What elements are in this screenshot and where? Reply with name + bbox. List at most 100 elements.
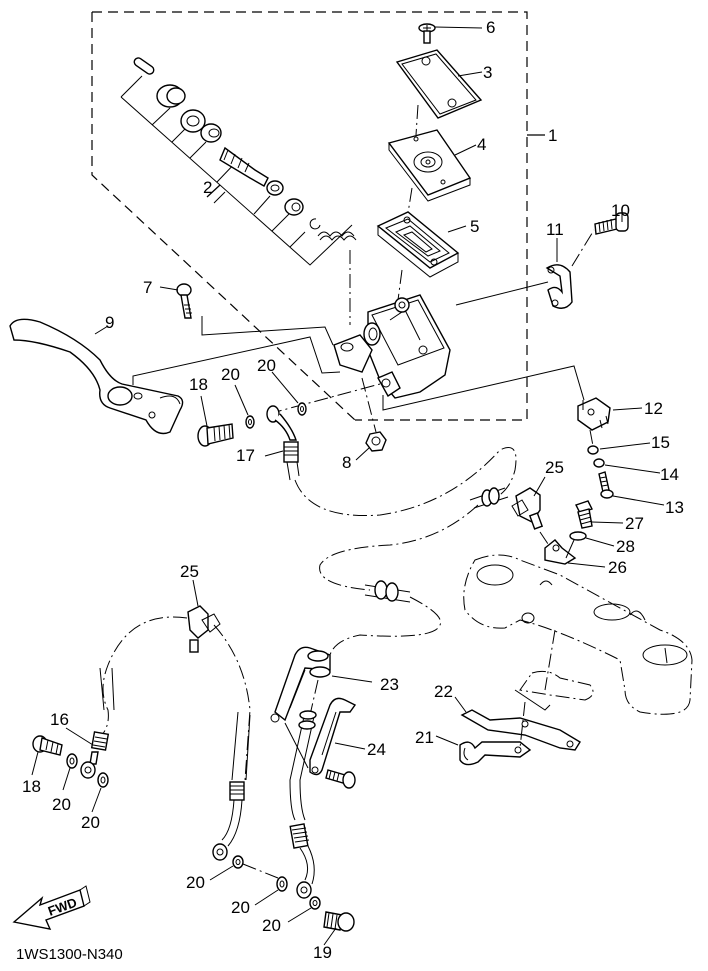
fwd-arrow-icon (12, 885, 91, 930)
leader-25-lower (192, 579, 199, 607)
hose-clamp-25-upper (511, 487, 544, 530)
bolt-27 (575, 500, 593, 529)
bolt-holder-24 (325, 769, 356, 789)
leader-14 (604, 464, 661, 474)
callout-25-lower: 25 (180, 562, 199, 581)
holder-11 (545, 264, 573, 309)
union-bolt-18-top (197, 423, 234, 447)
gasket-20-a (245, 415, 255, 429)
diagram-code: 1WS1300-N340 (16, 946, 123, 963)
leader-5 (447, 225, 467, 233)
leader-27 (591, 521, 624, 524)
callout-10: 10 (611, 201, 630, 220)
callout-23: 23 (380, 675, 399, 694)
brake-hose-route-middle (319, 504, 479, 591)
hose-holder-21 (459, 741, 532, 766)
callout-14: 14 (660, 465, 679, 484)
brake-hose-16-end (80, 667, 115, 779)
callout-21: 21 (415, 728, 434, 747)
axis-line (415, 104, 419, 136)
leader-20-e (209, 865, 234, 881)
guide-line-12 (382, 365, 585, 411)
callout-13: 13 (665, 498, 684, 517)
leader-18-lower (31, 751, 39, 776)
fwd-label: FWD (46, 895, 79, 919)
nut-8 (365, 431, 387, 452)
callout-3: 3 (483, 63, 492, 82)
callout-20-g: 20 (262, 916, 281, 935)
stay-bracket (514, 670, 594, 711)
leader-4 (454, 144, 477, 156)
callout-4: 4 (477, 135, 486, 154)
callout-20-e: 20 (186, 873, 205, 892)
assembly-group-boundary (91, 11, 528, 421)
callout-26: 26 (608, 558, 627, 577)
leader-26 (567, 562, 606, 568)
master-cylinder-body (333, 294, 451, 399)
brake-hose-right-route (309, 679, 319, 716)
washer-28 (569, 531, 587, 541)
leader-12 (612, 407, 643, 411)
pivot-bolt-7 (176, 283, 192, 319)
callout-9: 9 (105, 313, 114, 332)
axis-line (242, 863, 279, 879)
axis-line (589, 429, 594, 447)
hose-guide-23 (270, 646, 331, 723)
leader-8 (355, 447, 370, 461)
leader-17 (264, 450, 284, 457)
union-bolt-19 (323, 911, 355, 932)
callout-19: 19 (313, 943, 332, 962)
axis-line (397, 269, 403, 301)
bracket-26 (544, 539, 577, 565)
brake-hose-17 (266, 405, 300, 481)
leader-20-f (254, 889, 279, 906)
axis-line (407, 187, 413, 214)
callout-16: 16 (50, 710, 69, 729)
hose-joint-middle (364, 580, 411, 603)
axis-line-nut (361, 377, 377, 433)
callout-20-b: 20 (257, 356, 276, 375)
gasket-20-c (66, 753, 78, 769)
brake-hose-center-route (213, 624, 251, 781)
axis-line-union (267, 383, 381, 415)
reservoir-cap-3 (395, 49, 483, 119)
gasket-20-g (309, 896, 321, 910)
diaphragm-5 (376, 211, 460, 278)
callout-11: 11 (546, 220, 564, 239)
leader-20-g (287, 907, 312, 923)
leader-28 (585, 537, 615, 547)
callout-27: 27 (625, 514, 644, 533)
bolt-10 (594, 212, 629, 235)
leader-24 (334, 742, 366, 750)
callout-28: 28 (616, 537, 635, 556)
callout-24: 24 (367, 740, 386, 759)
leader-25-upper (533, 476, 546, 497)
diaphragm-plate-4 (387, 129, 472, 202)
hose-clamp-25-lower (187, 605, 221, 653)
master-cylinder-kit (120, 57, 357, 266)
axis-line (571, 229, 595, 267)
brake-hose-16-route (101, 616, 188, 736)
leader-20-b (271, 371, 299, 404)
callout-7: 7 (143, 278, 152, 297)
upper-bracket (463, 554, 693, 715)
leader-16 (65, 727, 94, 746)
screw-13 (598, 471, 614, 499)
axis-line (519, 701, 526, 749)
leader-15 (599, 442, 651, 450)
callout-17: 17 (236, 446, 255, 465)
callout-5: 5 (470, 217, 479, 236)
leader-2 (206, 184, 221, 198)
hose-holder-24 (309, 697, 357, 776)
leader-22 (454, 696, 467, 713)
callout-22: 22 (434, 682, 453, 701)
leader-23 (331, 675, 373, 683)
gasket-20-d (97, 772, 109, 788)
callout-18-lower: 18 (22, 777, 41, 796)
union-bolt-18-lower (32, 735, 63, 756)
leader-20-c (62, 767, 71, 791)
brake-hose-center-end (212, 711, 251, 861)
leader-18-top (200, 395, 208, 427)
leader-20-d (91, 787, 102, 813)
callout-8: 8 (342, 453, 351, 472)
